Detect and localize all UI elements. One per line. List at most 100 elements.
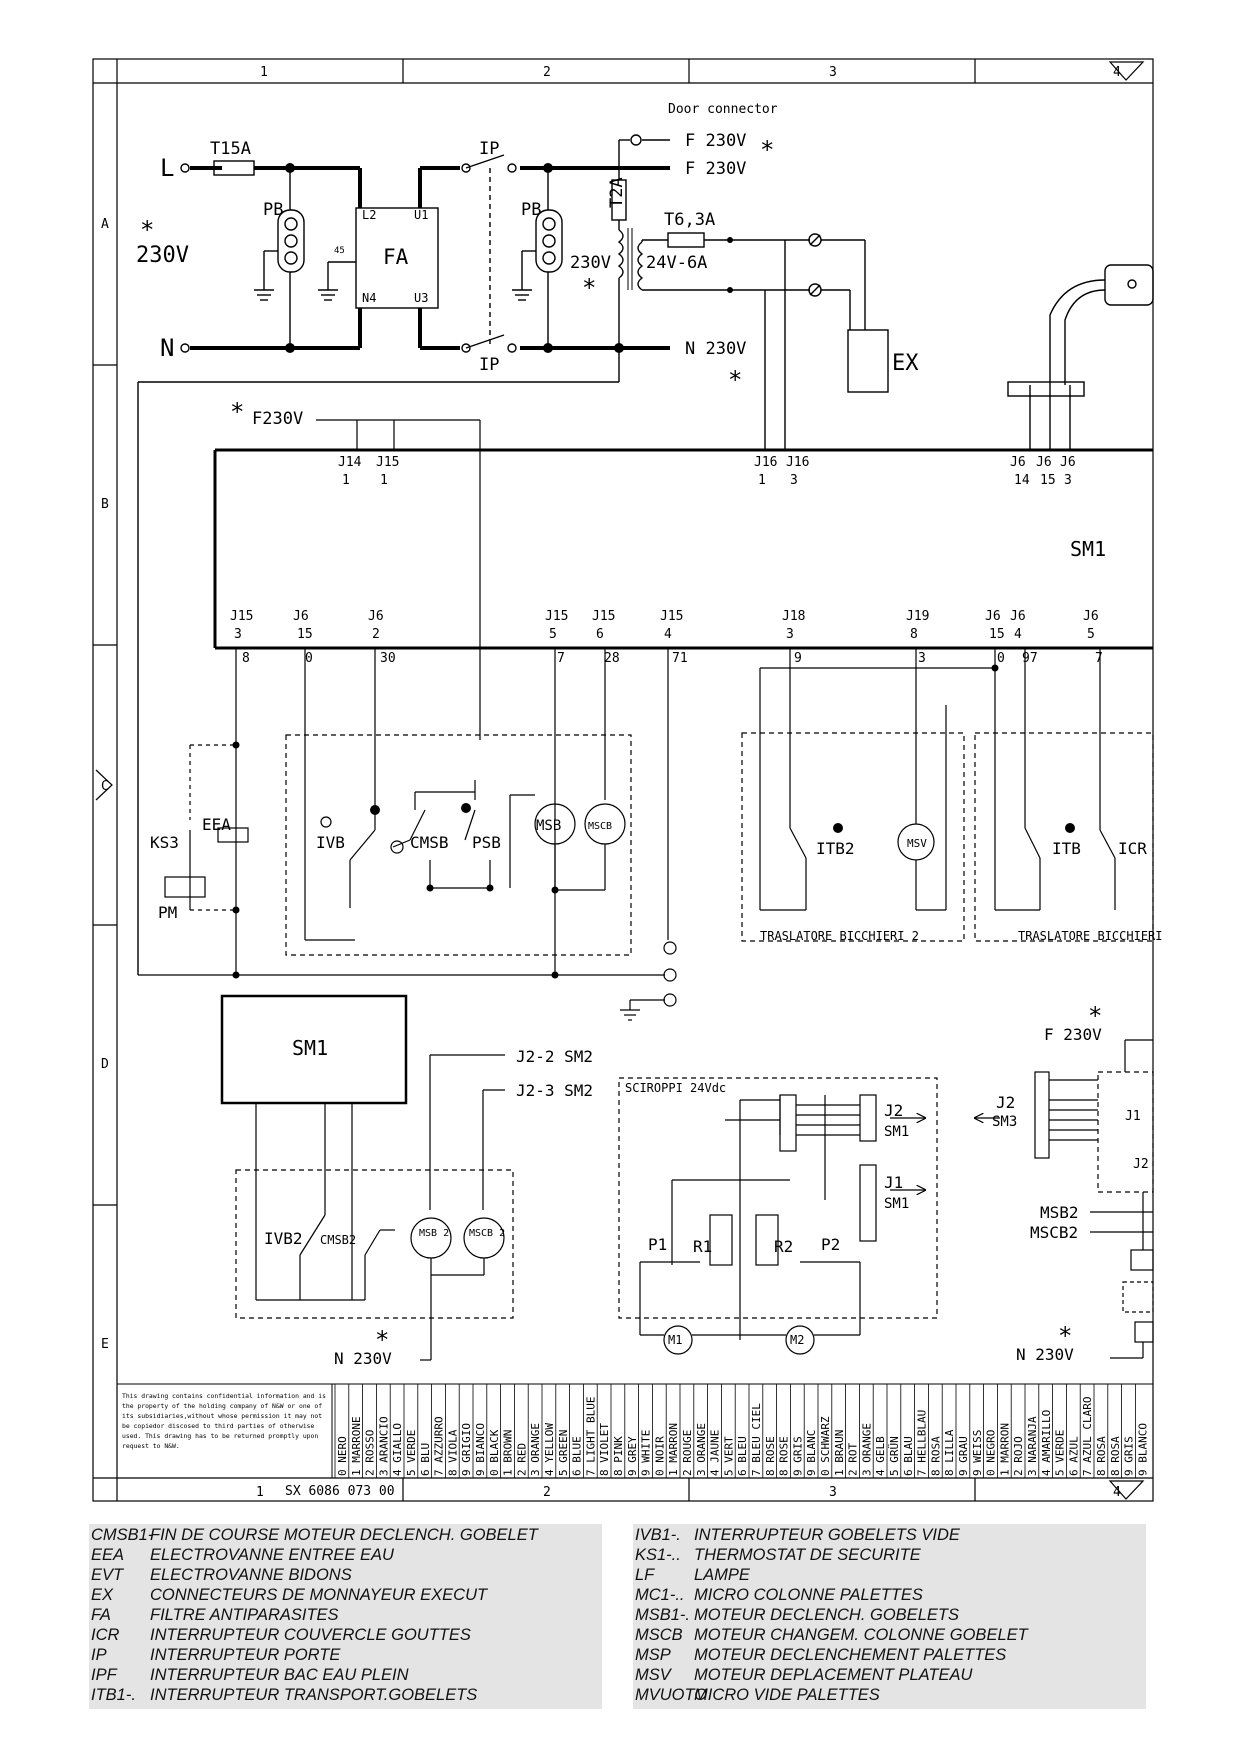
- color-table-entry: 4 GELB: [874, 1436, 887, 1476]
- label-ip-top: IP: [479, 139, 499, 159]
- legend-code: IPF: [91, 1666, 117, 1684]
- label-pb-left: PB: [263, 200, 283, 220]
- sm1-bottom-connector-name: J6: [1083, 609, 1099, 624]
- sm1-top-connector-name: J16: [754, 455, 777, 470]
- color-table-entry: 5 VERT: [722, 1436, 735, 1476]
- color-table-entry: 7 HELLBLAU: [916, 1410, 929, 1476]
- confidential-notice: This drawing contains confidential infor…: [122, 1392, 326, 1450]
- color-table-entry: 7 BLEU CIEL: [750, 1403, 763, 1476]
- label-eea: EEA: [202, 815, 231, 834]
- label-n230v-lower-left: N 230V: [334, 1349, 392, 1368]
- legend-description: LAMPE: [694, 1566, 750, 1584]
- color-table-entry: 8 PINK: [612, 1436, 625, 1476]
- sm1-bottom-wire-number: 0: [997, 651, 1005, 666]
- legend-item: IVB1-.INTERRUPTEUR GOBELETS VIDE: [635, 1526, 960, 1545]
- color-table-entry: 0 NEGRO: [985, 1430, 998, 1476]
- label-ks3: KS3: [150, 833, 179, 852]
- label-f230v-door: F 230V: [685, 131, 746, 151]
- label-230v-trafo: 230V: [570, 253, 611, 273]
- label-l: L: [160, 154, 174, 182]
- color-table-entry: 9 WEISS: [971, 1430, 984, 1476]
- color-table-entry: 8 ROSE: [778, 1436, 791, 1476]
- color-table-entry: 1 MARRON: [667, 1423, 680, 1476]
- traslatore-2-group: [741, 732, 965, 942]
- label-icr: ICR: [1118, 839, 1147, 858]
- color-table-entry: 3 ARANCIO: [377, 1416, 390, 1476]
- sm1-bottom-wire-number: 71: [672, 651, 688, 666]
- color-table-entry: 9 BLANCO: [1136, 1423, 1149, 1476]
- legend-item: LF LAMPE: [635, 1566, 750, 1585]
- color-table-entry: 9 GRIGIO: [460, 1423, 473, 1476]
- color-table-entry: 5 VERDE: [1054, 1430, 1067, 1476]
- sm1-bottom-connector-name: J6: [985, 609, 1001, 624]
- label-f230v: F 230V: [685, 159, 746, 179]
- fuse-t15a: [213, 160, 255, 176]
- color-table-entry: 3 ORANGE: [860, 1423, 873, 1476]
- motor-m1: [663, 1325, 693, 1355]
- label-cmsb2: CMSB2: [320, 1233, 356, 1247]
- color-table-entry: 9 GRIS: [1123, 1436, 1136, 1476]
- sm1-bottom-connector-pin: 6: [596, 627, 604, 642]
- sm1-bottom-connector-name: J6: [293, 609, 309, 624]
- label-sm1-j2: SM1: [884, 1124, 909, 1140]
- label-j2-connector: J2: [1133, 1157, 1149, 1172]
- sm1-top-connector-pin: 1: [342, 473, 350, 488]
- label-f230v-short: F230V: [252, 409, 303, 429]
- legend-code: MSP: [635, 1646, 671, 1664]
- color-table-entry: 8 ROSE: [764, 1436, 777, 1476]
- label-itb: ITB: [1052, 839, 1081, 858]
- legend-description: ELECTROVANNE BIDONS: [150, 1566, 352, 1584]
- sm1-top-connector-pin: 1: [758, 473, 766, 488]
- legend-left: CMSB1-FIN DE COURSE MOTEUR DECLENCH. GOB…: [89, 1524, 602, 1709]
- color-table-entry: 0 NERO: [336, 1436, 349, 1476]
- color-table-entry: 7 AZZURRO: [433, 1416, 446, 1476]
- legend-item: ITB1-.INTERRUPTEUR TRANSPORT.GOBELETS: [91, 1686, 477, 1705]
- legend-code: EVT: [91, 1566, 124, 1584]
- color-table-entry: 4 GIALLO: [391, 1423, 404, 1476]
- row-marker-d: D: [101, 1057, 109, 1072]
- sm1-bottom-connector-pin: 4: [1014, 627, 1022, 642]
- legend-description: MICRO COLONNE PALETTES: [694, 1586, 923, 1604]
- fa-pin-n4: N4: [362, 291, 376, 305]
- label-p2: P2: [821, 1235, 840, 1254]
- sm1-bottom-connector-name: J18: [782, 609, 805, 624]
- sm1-bottom-connector-pin: 2: [372, 627, 380, 642]
- color-table-entry: 9 BLANC: [805, 1430, 818, 1476]
- sm1-bottom-wire-number: 0: [305, 651, 313, 666]
- color-table-entry: 3 ORANGE: [695, 1423, 708, 1476]
- label-ivb: IVB: [316, 833, 345, 852]
- label-pm: PM: [158, 903, 177, 922]
- fuse-t63a: [667, 232, 705, 248]
- legend-item: EVT ELECTROVANNE BIDONS: [91, 1566, 352, 1585]
- legend-description: FILTRE ANTIPARASITES: [150, 1606, 339, 1624]
- label-traslatore: TRASLATORE BICCHIERI: [1018, 929, 1163, 943]
- legend-description: CONNECTEURS DE MONNAYEUR EXECUT: [150, 1586, 488, 1604]
- legend-item: MSB1-.MOTEUR DECLENCH. GOBELETS: [635, 1606, 959, 1625]
- color-table-entry: 4 YELLOW: [543, 1423, 556, 1476]
- sm1-bottom-connector-name: J15: [230, 609, 253, 624]
- legend-code: ITB1-.: [91, 1686, 136, 1704]
- color-table-entry: 5 GREEN: [557, 1430, 570, 1476]
- label-ivb2: IVB2: [264, 1229, 303, 1248]
- label-mscb2: MSCB2: [1030, 1223, 1078, 1242]
- label-psb: PSB: [472, 833, 501, 852]
- frame-border: [92, 58, 1154, 1502]
- legend-code: LF: [635, 1566, 655, 1584]
- label-fa: FA: [383, 245, 409, 269]
- sm1-top-connector-name: J6: [1010, 455, 1026, 470]
- legend-code: EX: [91, 1586, 114, 1604]
- sm1-bottom-wire-number: 9: [794, 651, 802, 666]
- bottom-col-marker-3: 3: [829, 1485, 837, 1500]
- color-table-entry: 2 ROSSO: [364, 1430, 377, 1476]
- legend-code: CMSB1-: [91, 1526, 154, 1544]
- sm1-top-connector-pin: 3: [1064, 473, 1072, 488]
- color-table-entry: 3 NARANJA: [1026, 1416, 1039, 1476]
- color-table-entry: 9 BIANCO: [474, 1423, 487, 1476]
- sm1-bottom-wire-number: 30: [380, 651, 396, 666]
- sm1-bottom-connector-pin: 15: [297, 627, 313, 642]
